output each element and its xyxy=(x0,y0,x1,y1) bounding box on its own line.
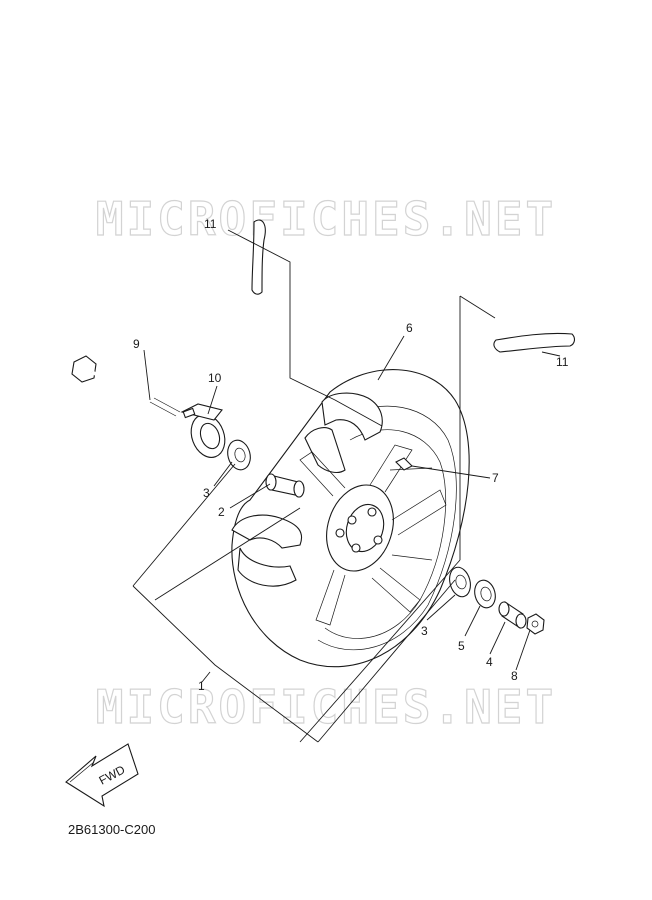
callout-5: 5 xyxy=(458,639,465,653)
callout-3-right: 3 xyxy=(421,624,428,638)
collar-drawing xyxy=(265,473,305,498)
callout-11-right: 11 xyxy=(556,355,569,369)
watermark-top: MICROFICHES.NET xyxy=(95,191,557,246)
tube-upper-drawing xyxy=(251,219,266,295)
callout-9: 9 xyxy=(133,337,140,351)
leader-lines xyxy=(132,229,561,743)
callout-8: 8 xyxy=(511,669,518,683)
callout-1: 1 xyxy=(198,679,205,693)
bearing-right-drawing xyxy=(449,566,471,598)
nut-drawing xyxy=(526,613,545,635)
callout-10: 10 xyxy=(208,371,222,385)
axle-bolt-drawing xyxy=(71,355,181,420)
callout-7: 7 xyxy=(492,471,499,485)
wheel-hub-drawing xyxy=(299,444,447,626)
diagram-part-code: 2B61300-C200 xyxy=(68,822,156,837)
watermark-bottom: MICROFICHES.NET xyxy=(95,679,557,734)
meter-gear-drawing xyxy=(180,403,226,458)
callout-4: 4 xyxy=(486,655,493,669)
callout-3-left: 3 xyxy=(203,486,210,500)
bearing-left-drawing xyxy=(227,439,251,471)
callout-2: 2 xyxy=(218,505,225,519)
fwd-arrow: FWD xyxy=(65,743,139,808)
callout-6: 6 xyxy=(406,321,413,335)
collar-right-drawing xyxy=(498,601,527,629)
oil-seal-drawing xyxy=(474,579,496,609)
tube-right-drawing xyxy=(493,332,575,353)
callout-11-top: 11 xyxy=(204,217,217,231)
